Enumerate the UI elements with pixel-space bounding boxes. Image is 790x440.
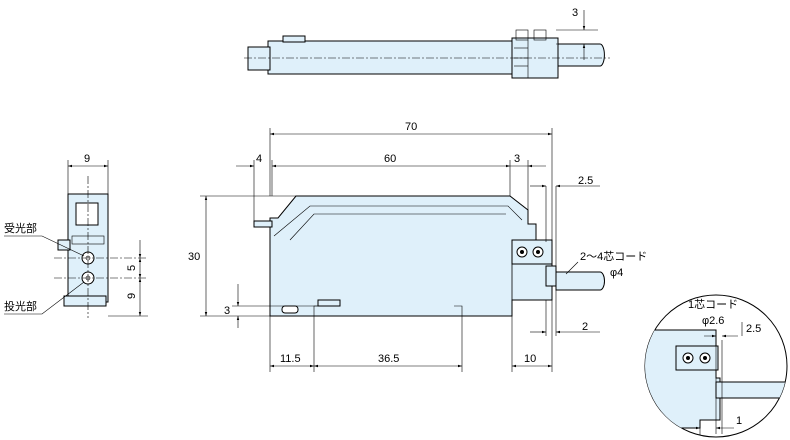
dim-overall-length: 70 (405, 121, 417, 133)
dim-rail-offset: 3 (224, 305, 230, 317)
top-view-tab (282, 35, 306, 43)
top-view-body (267, 40, 515, 75)
dim-left-bottom: 11.5 (280, 353, 301, 365)
top-view-cable (557, 43, 605, 67)
dim-mid-length: 60 (384, 153, 396, 165)
label-cable-main-dia: φ4 (610, 267, 623, 279)
dim-detail-gap: 2.5 (746, 323, 761, 335)
end-view-window (75, 202, 99, 226)
dim-end-bottom: 9 (126, 293, 138, 299)
label-receiver: 受光部 (4, 221, 37, 235)
label-cable-main: 2～4芯コード (580, 249, 647, 263)
front-view-cable (555, 271, 605, 291)
dim-cable-gap-top: 2.5 (578, 175, 593, 187)
top-view: 3 (244, 7, 610, 79)
front-view: 70 60 4 3 2.5 30 3 2 (188, 121, 647, 372)
dim-end-pitch: 5 (126, 265, 138, 271)
label-cable-detail: 1芯コード (688, 297, 738, 311)
dim-right-bottom: 10 (524, 353, 536, 365)
end-view: 9 5 9 受光部 投光部 (4, 153, 148, 318)
dim-cable-gap-bottom: 2 (582, 321, 588, 333)
dim-end-width: 9 (84, 153, 90, 165)
label-emitter: 投光部 (4, 299, 37, 313)
top-view-left-cap (247, 46, 271, 71)
detail-view: 1芯コード φ2.6 2.5 1 (644, 294, 788, 438)
dim-height: 30 (188, 251, 200, 263)
dim-detail-bottom: 1 (736, 415, 742, 427)
dim-rail-pitch: 36.5 (378, 353, 399, 365)
dim-right-offset: 3 (514, 153, 520, 165)
label-cable-detail-dia: φ2.6 (702, 315, 724, 327)
dim-top-cable-offset: 3 (572, 7, 578, 19)
dim-left-offset: 4 (256, 153, 262, 165)
